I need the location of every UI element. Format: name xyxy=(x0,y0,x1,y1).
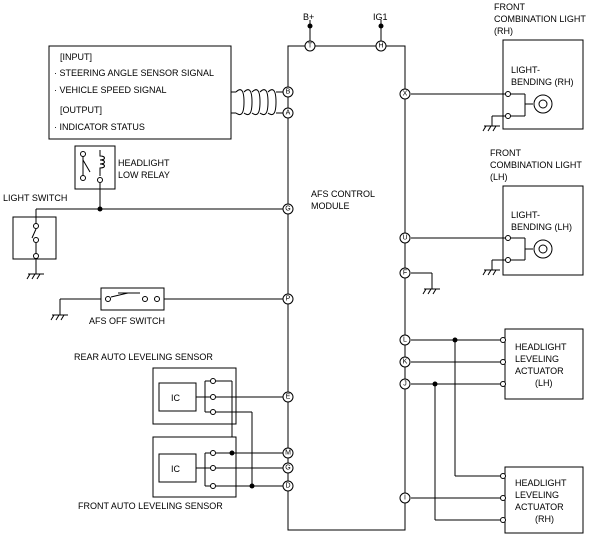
pin-H: H xyxy=(375,40,387,52)
pin-J: J xyxy=(399,378,411,390)
svg-text:B: B xyxy=(286,89,291,96)
communication-harness-coil xyxy=(235,89,277,116)
front-sensor-ic-label: IC xyxy=(171,464,181,474)
ig1-label: IG1 xyxy=(373,12,388,22)
front-light-lh-title-3: (LH) xyxy=(490,172,508,182)
sensor-junction-d xyxy=(249,483,255,489)
ig1-junction xyxy=(378,23,384,29)
pin-A: A xyxy=(282,107,294,119)
ground-symbol xyxy=(422,288,440,295)
relay-label-line1: HEADLIGHT xyxy=(118,158,170,168)
ground-symbol xyxy=(482,269,500,276)
module-label-line2: MODULE xyxy=(311,201,350,211)
front-light-rh-box xyxy=(502,39,584,130)
pin-G-sensor: G xyxy=(282,462,294,474)
relay-junction xyxy=(97,206,103,212)
front-light-lh-title-2: COMBINATION LIGHT xyxy=(490,160,582,170)
pin-I: I xyxy=(399,492,411,504)
pin-K: K xyxy=(399,356,411,368)
input-header: [INPUT] xyxy=(60,52,92,62)
input-steering-angle: · STEERING ANGLE SENSOR SIGNAL xyxy=(54,68,214,78)
actuator-lh-box xyxy=(504,328,584,400)
svg-text:L: L xyxy=(403,337,407,344)
output-indicator-status: · INDICATOR STATUS xyxy=(54,122,145,132)
front-sensor-label: FRONT AUTO LEVELING SENSOR xyxy=(78,501,223,511)
pin-B: B xyxy=(282,86,294,98)
rear-sensor-ic xyxy=(158,382,197,412)
front-light-rh-title-3: (RH) xyxy=(494,26,513,36)
bplus-junction xyxy=(307,23,313,29)
rear-sensor-ic-label: IC xyxy=(171,393,181,403)
input-vehicle-speed: · VEHICLE SPEED SIGNAL xyxy=(54,85,167,95)
pin-D: D xyxy=(282,480,294,492)
svg-text:J: J xyxy=(403,381,407,388)
front-light-rh-title-2: COMBINATION LIGHT xyxy=(494,14,586,24)
svg-text:E: E xyxy=(286,394,291,401)
pin-P: P xyxy=(282,293,294,305)
pin-U: U xyxy=(399,232,411,244)
svg-text:I: I xyxy=(404,495,406,502)
light-bending-lh-bulb-icon xyxy=(533,239,553,259)
svg-text:F: F xyxy=(403,270,407,277)
relay-coil xyxy=(99,150,105,176)
actuator-rh-label-2: LEVELING xyxy=(515,490,559,500)
svg-text:G: G xyxy=(285,206,290,213)
pin-E: E xyxy=(282,391,294,403)
pin-F: F xyxy=(399,267,411,279)
sensor-junction-m xyxy=(229,450,235,456)
svg-text:H: H xyxy=(378,43,383,50)
afs-control-module-box xyxy=(287,45,406,531)
front-light-lh-title-1: FRONT xyxy=(490,148,521,158)
light-bending-rh-label-2: BENDING (RH) xyxy=(511,77,574,87)
ground-symbol xyxy=(50,314,68,321)
pin-T: T xyxy=(304,40,316,52)
svg-text:T: T xyxy=(308,43,313,50)
ground-symbol xyxy=(26,273,44,280)
svg-text:D: D xyxy=(285,483,290,490)
svg-text:P: P xyxy=(286,296,291,303)
actuator-lh-label-3: ACTUATOR xyxy=(515,366,564,376)
actuator-lh-label-2: LEVELING xyxy=(515,354,559,364)
light-switch-label: LIGHT SWITCH xyxy=(3,193,67,203)
actuator-lh-label-4: (LH) xyxy=(535,378,553,388)
svg-text:K: K xyxy=(403,359,408,366)
signal-info-box xyxy=(48,45,232,140)
pin-M: M xyxy=(282,447,294,459)
afs-off-switch-label: AFS OFF SWITCH xyxy=(89,316,165,326)
afs-off-switch-box xyxy=(100,287,165,311)
svg-text:A: A xyxy=(286,110,291,117)
actuator-rh-label-3: ACTUATOR xyxy=(515,502,564,512)
actuator-rh-label-4: (RH) xyxy=(535,514,554,524)
actuator-rh-label-1: HEADLIGHT xyxy=(515,478,567,488)
headlight-low-relay-box xyxy=(74,145,116,190)
svg-text:U: U xyxy=(402,235,407,242)
rear-sensor-label: REAR AUTO LEVELING SENSOR xyxy=(74,352,213,362)
light-bending-lh-label-1: LIGHT- xyxy=(511,210,540,220)
actuator-lh-label-1: HEADLIGHT xyxy=(515,342,567,352)
svg-text:M: M xyxy=(285,450,291,457)
pin-X: X xyxy=(399,88,411,100)
light-bending-lh-label-2: BENDING (LH) xyxy=(511,222,572,232)
output-header: [OUTPUT] xyxy=(60,105,102,115)
pin-G: G xyxy=(282,203,294,215)
bplus-label: B+ xyxy=(303,12,314,22)
light-bending-rh-label-1: LIGHT- xyxy=(511,65,540,75)
ground-symbol xyxy=(482,125,500,132)
front-light-rh-title-1: FRONT xyxy=(494,2,525,12)
light-bending-rh-bulb-icon xyxy=(533,94,553,114)
relay-label-line2: LOW RELAY xyxy=(118,170,170,180)
pin-L: L xyxy=(399,334,411,346)
svg-text:G: G xyxy=(285,465,290,472)
module-label-line1: AFS CONTROL xyxy=(311,189,375,199)
svg-text:X: X xyxy=(403,91,408,98)
